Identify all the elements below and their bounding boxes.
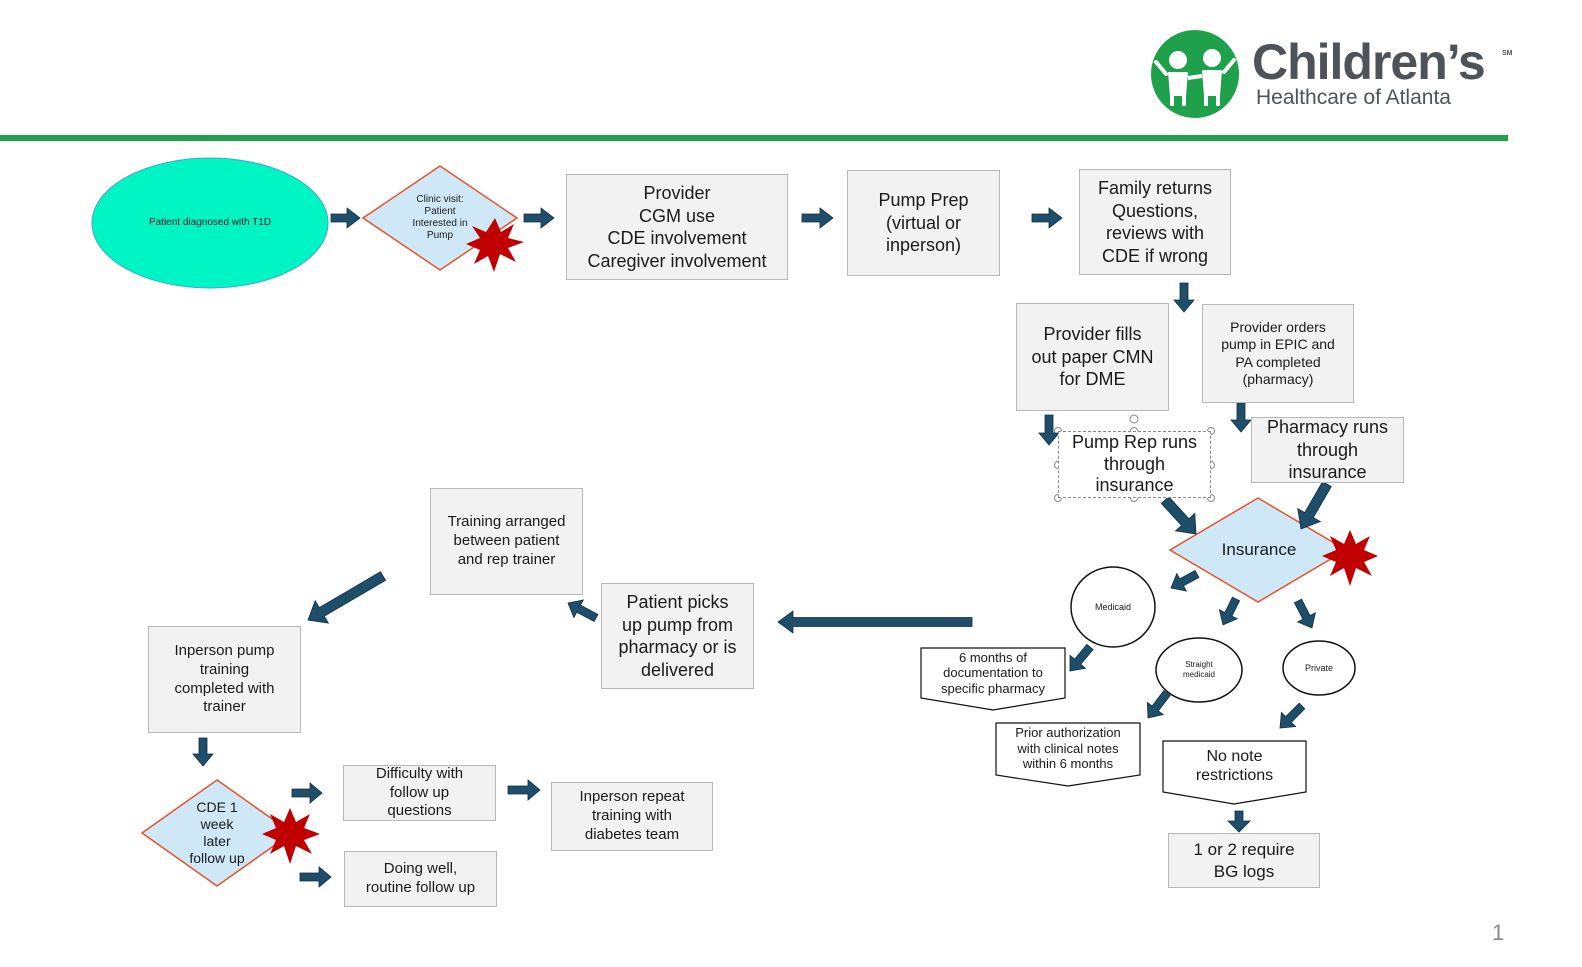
flow-arrow [307,571,387,624]
flow-arrow [777,610,973,634]
inperson-training-box: Inperson pump training completed with tr… [148,626,301,733]
provider-box: Provider CGM use CDE involvement Caregiv… [566,174,788,280]
pump-rep-box[interactable]: Pump Rep runs through insurance [1058,431,1211,498]
start-label: Patient diagnosed with T1D [148,217,272,228]
flow-arrow [1069,643,1094,672]
flow-arrow [1146,690,1171,719]
flow-arrow [1170,569,1200,592]
logo-subtitle: Healthcare of Atlanta [1256,86,1451,109]
burst-icon [262,808,320,864]
straight-medicaid-circle [1155,637,1243,703]
flow-arrow [1227,810,1251,833]
flow-arrow [1160,496,1197,535]
page-number: 1 [1492,920,1505,945]
medicaid-circle [1070,566,1156,648]
pharmacy-runs-box: Pharmacy runs through insurance [1251,417,1404,483]
provider-orders-box: Provider orders pump in EPIC and PA comp… [1202,304,1354,403]
flow-arrow [330,207,361,229]
flow-arrow [507,779,541,801]
burst-icon [1322,530,1378,586]
clinic-visit-label: Clinic visit: Patient Interested in Pump [412,194,468,241]
flow-arrow [1173,282,1195,313]
flow-arrow [567,599,599,623]
flow-arrow [1031,207,1063,229]
doing-well-box: Doing well, routine follow up [344,851,497,907]
logo-name: Children’s [1252,34,1486,90]
medicaid-label: Medicaid [1094,601,1132,612]
private-circle [1282,640,1356,696]
no-note-shape [1162,740,1307,805]
bg-logs-box: 1 or 2 require BG logs [1168,833,1320,888]
flow-arrow [1279,702,1306,729]
patient-picks-box: Patient picks up pump from pharmacy or i… [601,583,754,689]
logo-icon [1151,30,1239,118]
family-returns-box: Family returns Questions, reviews with C… [1079,169,1231,275]
flow-arrow [291,782,323,804]
six-months-shape [920,647,1066,711]
cde-followup-label: CDE 1 week later follow up [189,799,245,866]
flow-arrow [523,207,555,229]
flow-arrow [1038,414,1060,446]
flow-arrow [1293,598,1316,629]
burst-icon [466,218,524,272]
logo-service-mark: SM [1502,50,1513,57]
pump-prep-box: Pump Prep (virtual or inperson) [847,170,1000,276]
insurance-label: Insurance [1221,539,1297,559]
flow-arrow [192,737,214,767]
six-months-label: 6 months of documentation to specific ph… [940,649,1046,696]
flow-arrow [299,866,332,888]
start-ellipse [91,157,329,289]
straight-medicaid-label: Straight medicaid [1182,660,1215,679]
prior-auth-shape [995,722,1141,787]
repeat-training-box: Inperson repeat training with diabetes t… [551,782,713,851]
flow-arrow [801,207,834,229]
training-arranged-box: Training arranged between patient and re… [430,488,583,595]
no-note-label: No note restrictions [1195,747,1274,784]
difficulty-box: Difficulty with follow up questions [343,765,496,821]
arrows [192,207,1332,888]
flow-arrow [1230,402,1252,433]
cde-followup-diamond [140,779,294,887]
prior-auth-label: Prior authorization with clinical notes … [1015,725,1121,772]
header-divider [0,135,1508,141]
private-label: Private [1304,662,1333,673]
flow-arrow [1297,480,1332,530]
provider-fills-box: Provider fills out paper CMN for DME [1016,303,1169,411]
flow-arrow [1218,596,1241,626]
